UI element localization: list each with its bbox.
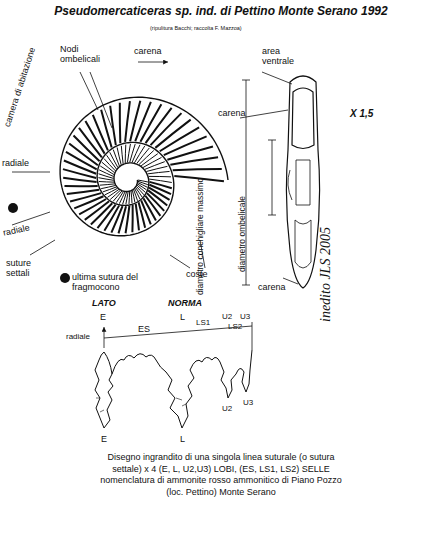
dimension-lines <box>242 80 276 285</box>
marker-dot <box>60 273 70 283</box>
saddle-label: ES <box>138 324 150 334</box>
part-label: radiale <box>2 158 29 168</box>
saddle-label: LS1 <box>196 318 210 327</box>
caption: Disegno ingrandito di una singola linea … <box>96 452 346 499</box>
saddle-label: LS2 <box>228 322 242 331</box>
lobe-label: U3 <box>240 312 250 321</box>
part-label: carena <box>218 108 246 118</box>
part-label: Nodi ombelicali <box>60 44 108 65</box>
lobe-label: L <box>180 312 185 322</box>
view-label: LATO <box>92 298 116 308</box>
note: (ripulitura Bacchi; raccolta F. Mazzoa) <box>150 25 242 31</box>
view-label: NORMA <box>168 298 202 308</box>
part-label: radiale <box>66 332 90 341</box>
lobe-label: E <box>101 434 107 444</box>
title: Pseudomercaticeras sp. ind. di Pettino M… <box>0 5 442 19</box>
part-label: carena <box>258 282 286 292</box>
leader-lines <box>12 62 298 350</box>
handwritten-note: inedito JLS 2005 <box>318 228 334 323</box>
lobe-label: E <box>100 312 106 322</box>
part-label: ultima sutura del fragmocono <box>72 272 154 293</box>
part-label: area ventrale <box>262 46 302 67</box>
section-view <box>286 76 319 288</box>
part-label: carena <box>134 46 162 56</box>
dimension-label: diametro conchigliare massimo <box>196 177 206 294</box>
lobe-label: L <box>180 434 185 444</box>
part-label: suture settali <box>6 258 46 279</box>
lobe-label: U2 <box>222 404 232 413</box>
scale-label: X 1,5 <box>350 108 373 120</box>
marker-dot <box>8 203 18 213</box>
part-label: camera di abitazione <box>2 46 38 128</box>
dimension-label: diametro ombelicale <box>238 196 248 272</box>
part-label: radiale <box>2 222 31 238</box>
lobe-label: U2 <box>222 312 232 321</box>
suture-line <box>95 350 252 428</box>
lobe-label: U3 <box>243 398 253 407</box>
